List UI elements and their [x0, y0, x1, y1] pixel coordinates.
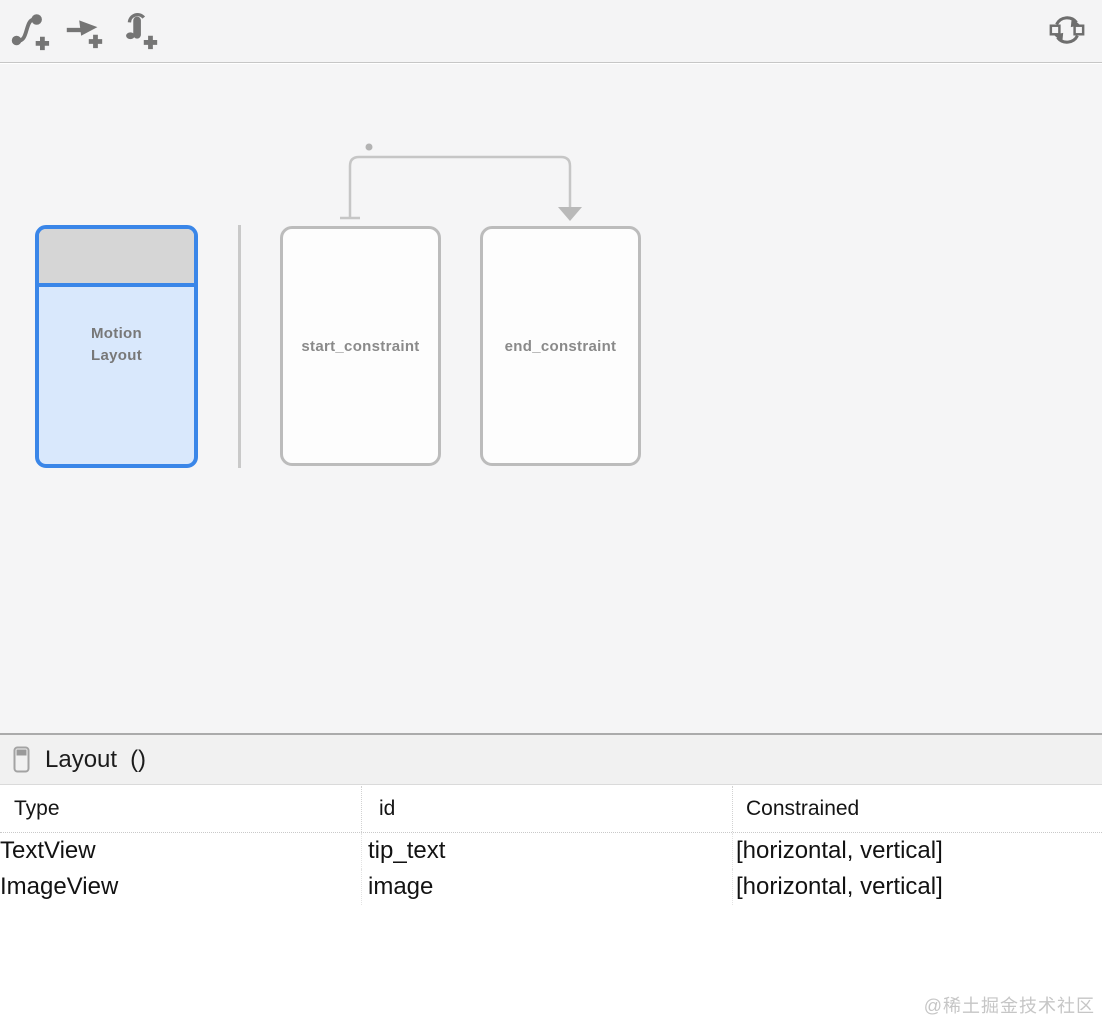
- constraint-set-end-label: end_constraint: [504, 337, 617, 355]
- cell-type: TextView: [0, 833, 362, 869]
- create-transition-icon: [62, 8, 106, 55]
- transition-arrowhead: [558, 207, 582, 221]
- motion-editor-canvas: Motion Layout start_constraint end_const…: [0, 64, 1102, 733]
- transition-arrow[interactable]: [0, 64, 1102, 733]
- column-header-id[interactable]: id: [362, 786, 733, 832]
- cell-id: image: [362, 869, 733, 905]
- cell-constrained: [horizontal, vertical]: [736, 873, 943, 900]
- panel-title: Layout: [45, 745, 118, 773]
- table-header-row: Type id Constrained: [0, 786, 1102, 833]
- create-constraint-set-button[interactable]: [6, 8, 52, 54]
- motion-editor-toolbar: [0, 0, 1102, 63]
- constraint-set-start-label: start_constraint: [301, 337, 420, 355]
- layout-table: Type id Constrained TextView tip_text [h…: [0, 786, 1102, 905]
- create-click-handler-icon: [117, 8, 161, 55]
- create-constraint-set-icon: [7, 8, 51, 55]
- table-row[interactable]: ImageView image [horizontal, vertical]: [0, 869, 1102, 905]
- cycle-layouts-button[interactable]: [1044, 8, 1090, 54]
- column-header-type[interactable]: Type: [0, 786, 362, 832]
- watermark: @稀土掘金技术社区: [923, 996, 1095, 1016]
- cell-type: ImageView: [0, 869, 362, 905]
- cell-id: tip_text: [362, 833, 733, 869]
- transition-start-dot: [365, 143, 373, 151]
- panel-title-suffix: (): [130, 745, 147, 773]
- motion-layout-card[interactable]: Motion Layout: [35, 225, 198, 468]
- phone-icon: [13, 746, 30, 774]
- motion-layout-card-header: [39, 229, 194, 287]
- table-row[interactable]: TextView tip_text [horizontal, vertical]: [0, 833, 1102, 869]
- cell-constrained: [horizontal, vertical]: [736, 837, 943, 864]
- cycle-layouts-icon: [1048, 11, 1086, 52]
- layout-panel-header: Layout (): [0, 733, 1102, 785]
- constraint-set-card-end[interactable]: end_constraint: [480, 226, 641, 466]
- column-header-constrained[interactable]: Constrained: [746, 797, 860, 820]
- motion-layout-card-label: Motion Layout: [91, 325, 142, 364]
- canvas-divider: [238, 225, 241, 468]
- constraint-set-card-start[interactable]: start_constraint: [280, 226, 441, 466]
- create-click-handler-button[interactable]: [116, 8, 162, 54]
- create-transition-button[interactable]: [61, 8, 107, 54]
